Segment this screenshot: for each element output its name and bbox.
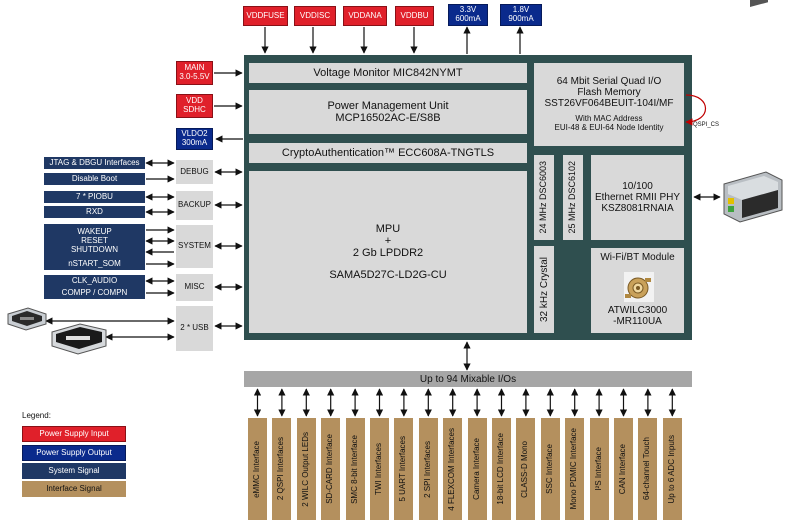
usb-micro-connector-icon xyxy=(7,307,47,331)
crypto-block xyxy=(249,143,527,163)
supply-input-arrows xyxy=(214,26,524,143)
osc1-block xyxy=(534,155,554,240)
pmu-block xyxy=(249,90,527,134)
osc2-block xyxy=(563,155,583,240)
mpu-block xyxy=(249,171,527,333)
io-bus-bar xyxy=(244,371,692,387)
crystal-block xyxy=(534,246,554,333)
rj45-connector-icon xyxy=(723,0,783,223)
flash-block xyxy=(534,63,684,146)
backup-group-box xyxy=(176,191,213,220)
debug-group-box xyxy=(176,160,213,184)
qspi-cs-loop xyxy=(685,94,706,126)
voltage-monitor-block xyxy=(249,63,527,83)
ufl-antenna-icon xyxy=(624,272,654,302)
usb-a-connector-icon xyxy=(51,323,107,355)
usb-group-box xyxy=(176,306,213,351)
group-bus-arrows xyxy=(45,159,721,371)
ethernet-block xyxy=(591,155,684,240)
system-group-box xyxy=(176,225,213,268)
interface-arrows xyxy=(253,388,676,417)
misc-group-box xyxy=(176,274,213,301)
